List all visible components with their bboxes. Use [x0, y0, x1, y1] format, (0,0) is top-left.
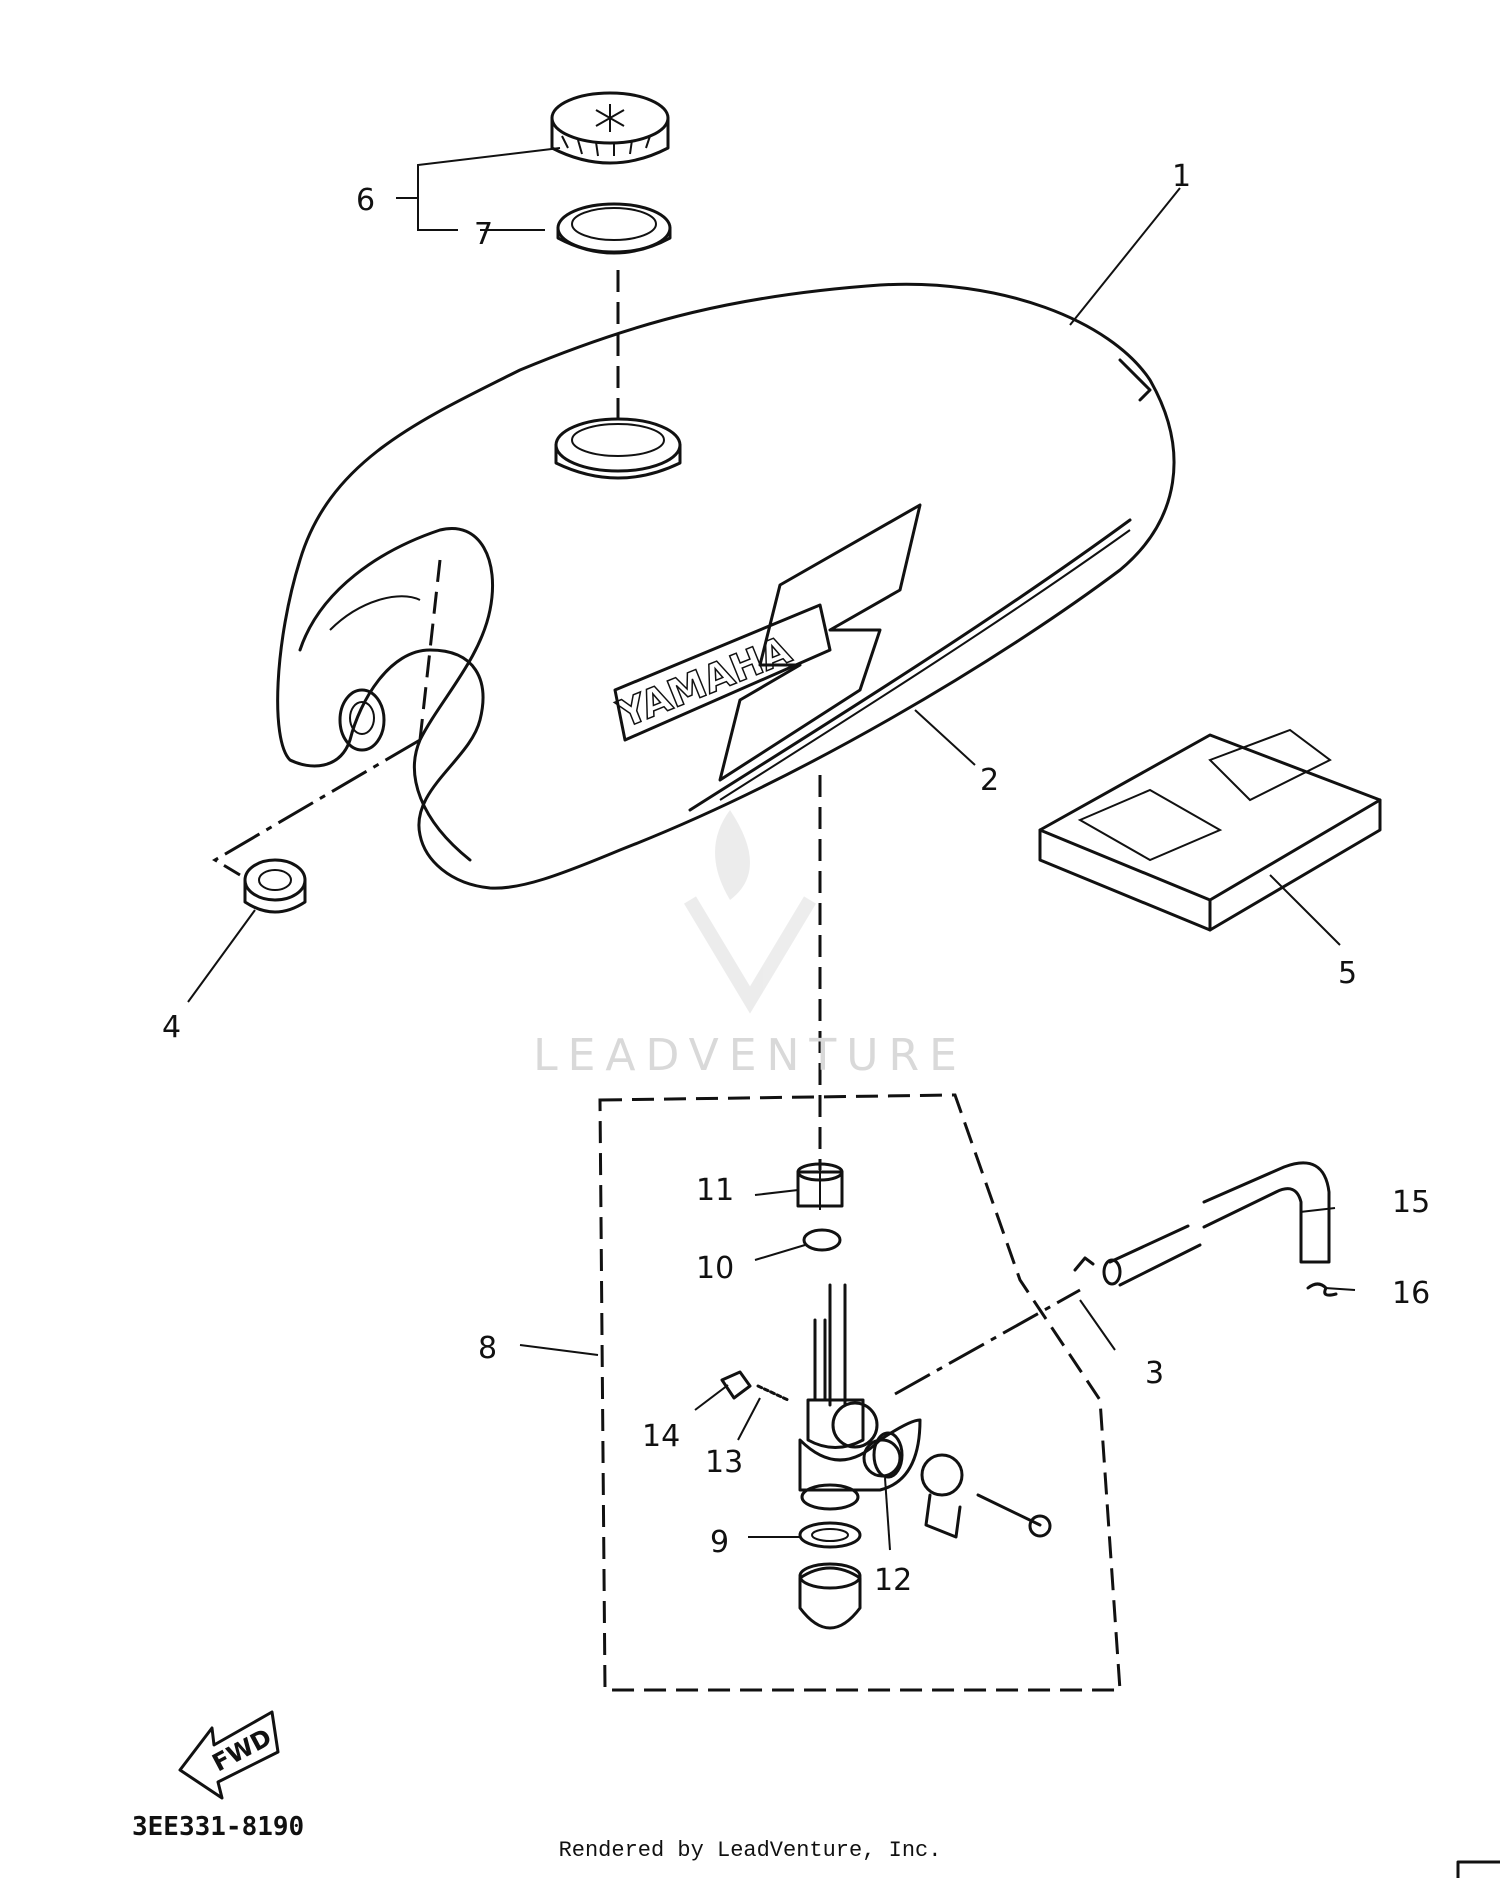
- footer-credit: Rendered by LeadVenture, Inc.: [558, 1838, 942, 1863]
- watermark-text: LEADVENTURE: [533, 1030, 967, 1081]
- callout-5: 5: [1338, 956, 1357, 991]
- cap-gasket: [556, 202, 672, 255]
- leader-lines: [187, 187, 1356, 1551]
- petcock-assembly-box: [598, 1093, 1122, 1692]
- callout-3: 3: [1145, 1356, 1164, 1391]
- tank-pad: [1038, 728, 1382, 932]
- callout-2: 2: [980, 763, 999, 798]
- strainer-nut: [796, 1162, 844, 1210]
- callout-14: 14: [642, 1419, 680, 1454]
- callout-9: 9: [710, 1525, 729, 1560]
- callout-15: 15: [1392, 1185, 1430, 1220]
- damper-axis-line: [212, 738, 421, 877]
- hose-clip-small: [1073, 1256, 1095, 1272]
- hose-axis-line: [894, 1288, 1081, 1396]
- callout-11: 11: [696, 1173, 734, 1208]
- fuel-tank: YAMAHA: [276, 282, 1176, 890]
- callout-6: 6: [356, 183, 375, 218]
- callout-13: 13: [705, 1445, 743, 1480]
- fwd-arrow: FWD: [178, 1710, 280, 1800]
- tank-damper: [243, 858, 307, 914]
- fuel-cock: [720, 1283, 1052, 1630]
- fuel-hose: [1102, 1161, 1331, 1287]
- callout-12: 12: [874, 1563, 912, 1598]
- callout-7: 7: [474, 217, 493, 252]
- callout-1: 1: [1172, 159, 1191, 194]
- washer-10: [802, 1228, 842, 1252]
- callout-4: 4: [162, 1010, 181, 1045]
- bracket-6-7: [396, 147, 561, 231]
- watermark-logo: [683, 810, 817, 1014]
- drawing-code: 3EE331-8190: [132, 1812, 305, 1842]
- callout-16: 16: [1392, 1276, 1430, 1311]
- fuel-cap: [550, 91, 670, 165]
- hose-clip: [1306, 1282, 1338, 1297]
- callout-10: 10: [696, 1251, 734, 1286]
- corner-mark: [1456, 1860, 1500, 1878]
- callout-8: 8: [478, 1331, 497, 1366]
